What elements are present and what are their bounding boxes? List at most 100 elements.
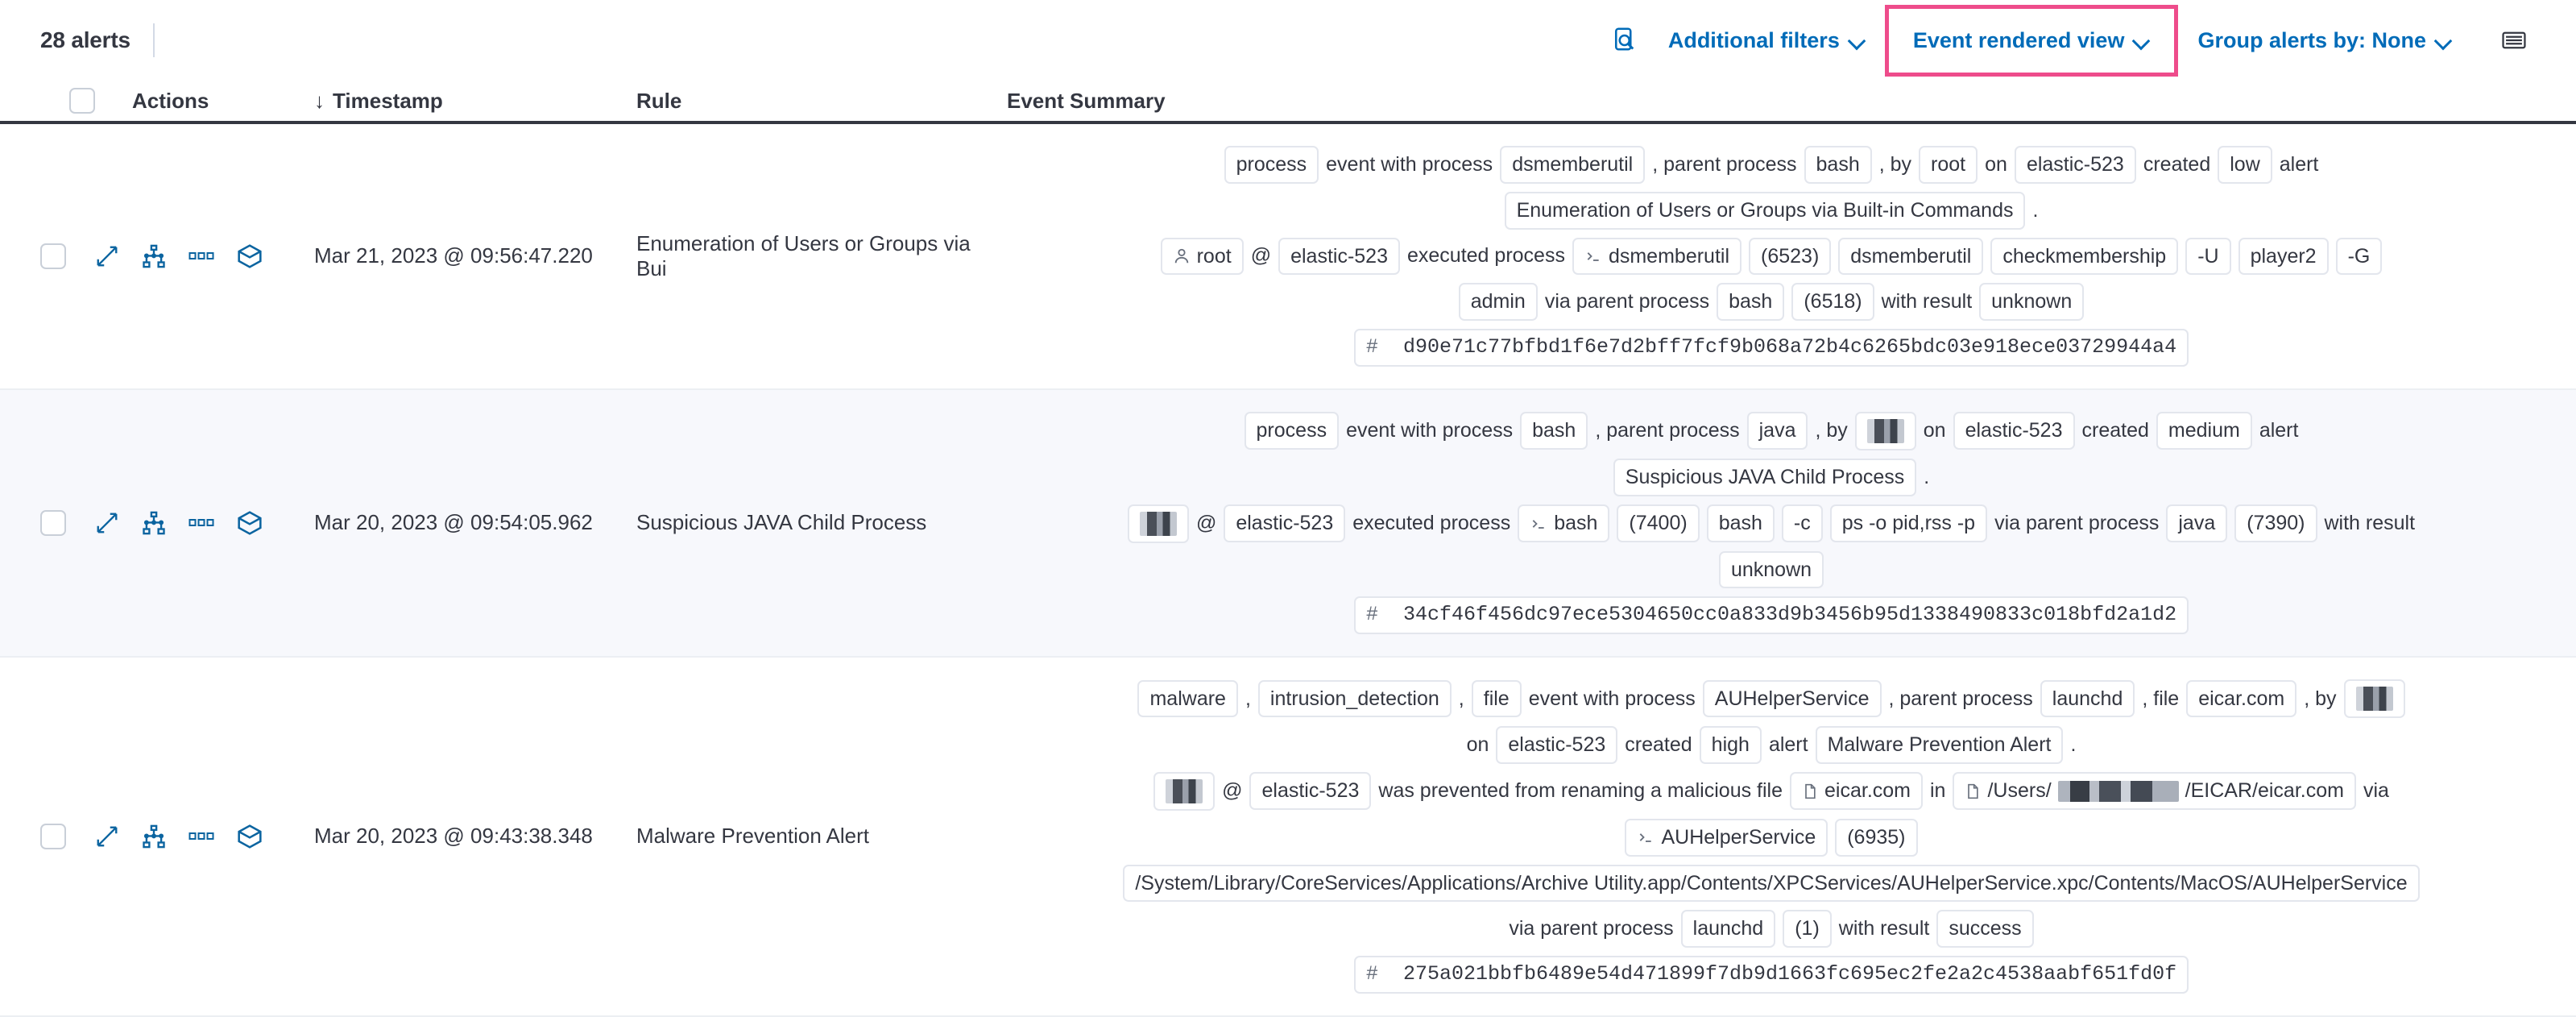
row-select-checkbox[interactable] bbox=[40, 509, 66, 536]
summary-pill[interactable]: (7400) bbox=[1617, 504, 1700, 542]
summary-pill[interactable]: (6935) bbox=[1835, 818, 1918, 857]
process-pill[interactable]: AUHelperService bbox=[1625, 818, 1828, 857]
summary-pill[interactable]: process bbox=[1224, 146, 1319, 184]
hash-pill[interactable]: # d90e71c77bfbd1f6e7d2bff7fcf9b068a72b4c… bbox=[1353, 329, 2189, 367]
inspect-icon[interactable] bbox=[1599, 18, 1654, 63]
summary-pill[interactable]: ps -o pid,rss -p bbox=[1829, 504, 1988, 542]
event-rendered-view-button[interactable]: Event rendered view bbox=[1899, 20, 2165, 61]
summary-pill[interactable]: /System/Library/CoreServices/Application… bbox=[1123, 864, 2420, 903]
summary-pill[interactable]: (6523) bbox=[1749, 237, 1832, 276]
header-rule[interactable]: Rule bbox=[636, 89, 1007, 114]
summary-pill[interactable]: eicar.com bbox=[2186, 679, 2297, 718]
summary-pill[interactable]: low bbox=[2218, 146, 2272, 184]
summary-pill[interactable]: unknown bbox=[1979, 283, 2085, 321]
expand-icon[interactable] bbox=[95, 244, 119, 268]
session-view-icon[interactable] bbox=[142, 824, 166, 849]
redacted-pill[interactable] bbox=[1854, 411, 1916, 450]
additional-filters-button[interactable]: Additional filters bbox=[1654, 20, 1880, 61]
summary-pill[interactable]: dsmemberutil bbox=[1500, 146, 1646, 184]
rule-cell[interactable]: Enumeration of Users or Groups via Bui bbox=[636, 230, 971, 280]
hash-pill[interactable]: # 275a021bbfb6489e54d471899f7db9d1663fc6… bbox=[1353, 956, 2189, 994]
summary-pill[interactable]: Suspicious JAVA Child Process bbox=[1613, 458, 1917, 496]
rule-cell[interactable]: Malware Prevention Alert bbox=[636, 824, 870, 849]
summary-pill[interactable]: success bbox=[1936, 910, 2034, 948]
analyzer-cube-icon[interactable] bbox=[237, 510, 263, 536]
summary-pill[interactable]: Malware Prevention Alert bbox=[1815, 726, 2064, 764]
summary-pill[interactable]: dsmemberutil bbox=[1838, 237, 1984, 276]
header-event-summary[interactable]: Event Summary bbox=[1007, 89, 2536, 114]
summary-pill[interactable]: medium bbox=[2156, 412, 2252, 450]
group-alerts-by-button[interactable]: Group alerts by: None bbox=[2183, 20, 2466, 61]
table-header: Actions ↓ Timestamp Rule Event Summary bbox=[0, 81, 2576, 124]
expand-icon[interactable] bbox=[95, 824, 119, 849]
user-pill[interactable]: root bbox=[1160, 237, 1244, 276]
summary-text: alert bbox=[1768, 733, 1808, 756]
redacted-pill[interactable] bbox=[1153, 771, 1216, 811]
summary-pill[interactable]: player2 bbox=[2238, 237, 2329, 276]
summary-pill[interactable]: launchd bbox=[1680, 910, 1776, 948]
summary-pill[interactable]: unknown bbox=[1718, 550, 1824, 589]
summary-pill[interactable]: file bbox=[1471, 679, 1522, 718]
file-pill[interactable]: eicar.com bbox=[1790, 772, 1923, 811]
summary-pill[interactable]: elastic-523 bbox=[2014, 146, 2136, 184]
analyzer-cube-icon[interactable] bbox=[237, 243, 263, 269]
keyboard-icon[interactable] bbox=[2487, 19, 2541, 62]
hash-pill[interactable]: # 34cf46f456dc97ece5304650cc0a833d9b3456… bbox=[1353, 596, 2189, 634]
table-row[interactable]: Mar 20, 2023 @ 09:43:38.348 Malware Preve… bbox=[0, 658, 2576, 1017]
summary-pill[interactable]: high bbox=[1699, 726, 1762, 764]
summary-pill[interactable]: admin bbox=[1458, 283, 1538, 321]
summary-pill[interactable]: elastic-523 bbox=[1953, 412, 2075, 450]
row-select-checkbox[interactable] bbox=[40, 243, 66, 269]
summary-pill[interactable]: -G bbox=[2335, 237, 2383, 276]
summary-pill[interactable]: root bbox=[1919, 146, 1978, 184]
summary-pill[interactable]: java bbox=[1746, 412, 1808, 450]
rule-cell[interactable]: Suspicious JAVA Child Process bbox=[636, 510, 927, 535]
summary-pill[interactable]: -c bbox=[1781, 504, 1823, 542]
summary-pill[interactable]: Enumeration of Users or Groups via Built… bbox=[1504, 191, 2026, 230]
row-actions-cell bbox=[40, 124, 314, 388]
more-actions-icon[interactable] bbox=[188, 517, 214, 529]
select-all-checkbox[interactable] bbox=[69, 88, 95, 114]
summary-pill[interactable]: bash bbox=[1706, 504, 1775, 542]
summary-pill[interactable]: elastic-523 bbox=[1496, 726, 1618, 764]
summary-pill[interactable]: intrusion_detection bbox=[1257, 679, 1452, 718]
redacted-pill[interactable] bbox=[2343, 679, 2405, 718]
analyzer-cube-icon[interactable] bbox=[237, 824, 263, 849]
more-actions-icon[interactable] bbox=[188, 250, 214, 263]
summary-pill[interactable]: java bbox=[2166, 504, 2228, 542]
summary-pill[interactable]: elastic-523 bbox=[1249, 772, 1372, 811]
summary-pill[interactable]: (1) bbox=[1783, 910, 1832, 948]
summary-pill[interactable]: malware bbox=[1137, 679, 1238, 718]
session-view-icon[interactable] bbox=[142, 244, 166, 268]
summary-pill[interactable]: -U bbox=[2185, 237, 2231, 276]
redacted-pill[interactable] bbox=[1127, 504, 1189, 543]
timestamp-cell: Mar 20, 2023 @ 09:43:38.348 bbox=[314, 824, 593, 849]
summary-pill[interactable]: bash bbox=[1520, 412, 1588, 450]
header-timestamp[interactable]: ↓ Timestamp bbox=[314, 89, 636, 114]
summary-text: created bbox=[2081, 419, 2149, 442]
process-pill[interactable]: dsmemberutil bbox=[1572, 237, 1742, 276]
summary-pill[interactable]: launchd bbox=[2040, 679, 2135, 718]
summary-pill[interactable]: elastic-523 bbox=[1278, 237, 1400, 276]
summary-pill[interactable]: process bbox=[1244, 412, 1340, 450]
summary-pill[interactable]: AUHelperService bbox=[1702, 679, 1882, 718]
summary-pill[interactable]: checkmembership bbox=[1990, 237, 2179, 276]
summary-text: created bbox=[2143, 152, 2211, 176]
summary-pill[interactable]: elastic-523 bbox=[1224, 504, 1346, 542]
summary-pill[interactable]: (6518) bbox=[1791, 283, 1874, 321]
expand-icon[interactable] bbox=[95, 511, 119, 535]
session-view-icon[interactable] bbox=[142, 511, 166, 535]
chevron-down-icon bbox=[2436, 32, 2452, 48]
file-path-pill[interactable]: /Users//EICAR/eicar.com bbox=[1953, 772, 2356, 811]
summary-pill[interactable]: (7390) bbox=[2234, 504, 2317, 542]
summary-pill[interactable]: bash bbox=[1804, 146, 1872, 184]
summary-pill[interactable]: bash bbox=[1717, 283, 1785, 321]
process-pill[interactable]: bash bbox=[1518, 504, 1610, 542]
more-actions-icon[interactable] bbox=[188, 830, 214, 843]
row-select-checkbox[interactable] bbox=[40, 823, 66, 849]
